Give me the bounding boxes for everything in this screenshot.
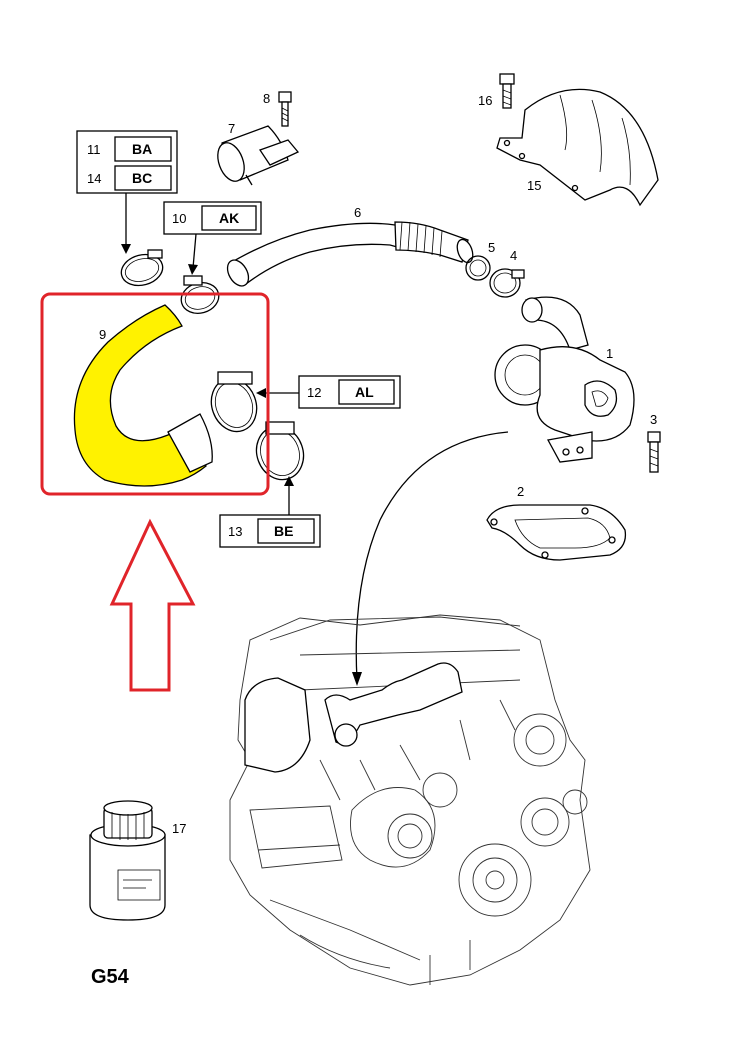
intake-pipe-6: 6: [226, 205, 474, 287]
part-number-7: 7: [228, 121, 235, 136]
part-number-6: 6: [354, 205, 361, 220]
part-number-2: 2: [517, 484, 524, 499]
hose-9-highlighted: 9: [73, 304, 213, 487]
callout-code-ba: BA: [132, 141, 152, 157]
callout-number-12: 12: [307, 385, 321, 400]
callout-group-11-14: 11 BA 14 BC: [76, 130, 178, 254]
callout-number-10: 10: [172, 211, 186, 226]
part-number-15: 15: [527, 178, 541, 193]
location-arrow: [352, 431, 509, 686]
clamp-4: 4: [489, 248, 525, 298]
engine-assembly: [229, 614, 591, 986]
part-number-4: 4: [510, 248, 517, 263]
callout-group-10: 10 AK: [163, 201, 262, 275]
part-number-3: 3: [650, 412, 657, 427]
callout-code-ak: AK: [219, 210, 239, 226]
bolt-16: 16: [478, 73, 515, 109]
clamp-ba-bc: [120, 249, 164, 287]
o-ring-5: 5: [465, 240, 495, 281]
gasket-2: 2: [486, 484, 627, 561]
part-number-5: 5: [488, 240, 495, 255]
callout-number-11: 11: [87, 142, 101, 157]
callout-code-be: BE: [274, 523, 293, 539]
callout-code-al: AL: [355, 384, 374, 400]
sleeve-7: 7: [217, 121, 300, 186]
part-number-8: 8: [263, 91, 270, 106]
bolt-8: 8: [263, 91, 292, 127]
callout-number-13: 13: [228, 524, 242, 539]
heat-shield-15: 15: [496, 88, 659, 207]
part-number-1: 1: [606, 346, 613, 361]
part-number-16: 16: [478, 93, 492, 108]
part-number-9: 9: [99, 327, 106, 342]
pointer-arrow: [109, 518, 196, 692]
clamp-be: [255, 421, 305, 481]
clamp-al: [210, 371, 258, 433]
callout-group-12: 12 AL: [256, 375, 401, 409]
callout-code-bc: BC: [132, 170, 152, 186]
callout-group-13: 13 BE: [219, 476, 321, 548]
stud-3: 3: [647, 412, 661, 473]
turbocharger-1: 1: [494, 296, 635, 463]
part-number-17: 17: [172, 821, 186, 836]
highlight-frame: [40, 292, 270, 496]
page-code: G54: [91, 966, 130, 988]
oil-filter-17: 17: [89, 800, 186, 921]
clamp-ak: [180, 275, 220, 314]
callout-number-14: 14: [87, 171, 101, 186]
